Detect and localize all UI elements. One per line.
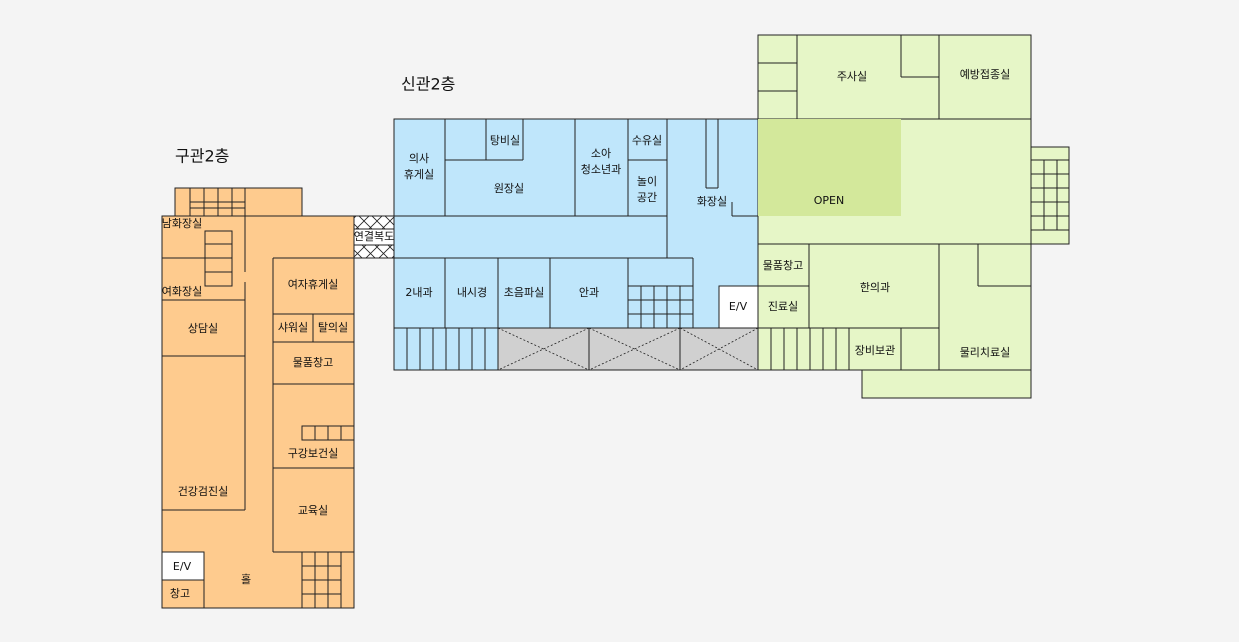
label-womens-lounge: 여자휴게실 [288, 278, 339, 291]
label-old-storage: 창고 [170, 587, 190, 600]
label-womens-restroom: 여화장실 [162, 285, 202, 298]
label-director: 원장실 [494, 182, 524, 195]
label-physio: 물리치료실 [960, 346, 1011, 359]
label-equipment: 장비보관 [855, 344, 895, 357]
label-changing: 탈의실 [318, 321, 348, 334]
room-labels: 남화장실 여화장실 상담실 건강검진실 E/V 창고 홀 여자휴게실 샤워실 탈… [162, 68, 1011, 600]
label-oral-health: 구강보건실 [288, 447, 339, 460]
label-vaccination: 예방접종실 [960, 68, 1011, 81]
open-area [758, 119, 901, 216]
green-wing-walls [758, 35, 1069, 370]
old-building-title: 구관2층 [175, 147, 229, 166]
new-elevator [718, 285, 759, 329]
old-storage [161, 579, 205, 609]
label-counseling: 상담실 [188, 322, 218, 335]
label-mens-restroom: 남화장실 [162, 217, 202, 230]
old-building-walls [162, 188, 355, 608]
label-shower: 샤워실 [278, 321, 308, 334]
new-building-title: 신관2층 [401, 75, 455, 94]
label-old-ev: E/V [173, 560, 192, 573]
label-ophthalmology: 안과 [579, 286, 599, 299]
new-building-void [497, 327, 759, 371]
label-hall: 홀 [241, 573, 251, 586]
label-open: OPEN [814, 194, 844, 207]
label-pharmacy: 탕비실 [490, 134, 520, 147]
label-new-ev: E/V [729, 300, 748, 313]
label-nursing: 수유실 [632, 134, 662, 147]
label-education: 교육실 [298, 504, 328, 517]
old-building [161, 187, 355, 609]
label-ent: 2내과 [405, 286, 432, 299]
label-injection: 주사실 [837, 70, 867, 83]
label-old-supply: 물품창고 [293, 356, 333, 369]
label-oriental: 한의과 [860, 281, 890, 294]
green-wing [757, 34, 1070, 399]
label-health-checkup: 건강검진실 [178, 485, 229, 498]
label-exam: 진료실 [768, 300, 798, 313]
label-new-supply: 물품창고 [763, 259, 803, 272]
label-endoscopy: 내시경 [457, 286, 487, 299]
label-ultrasound: 초음파실 [504, 286, 544, 299]
label-new-restroom: 화장실 [697, 195, 727, 208]
label-corridor: 연결복도 [354, 230, 394, 243]
